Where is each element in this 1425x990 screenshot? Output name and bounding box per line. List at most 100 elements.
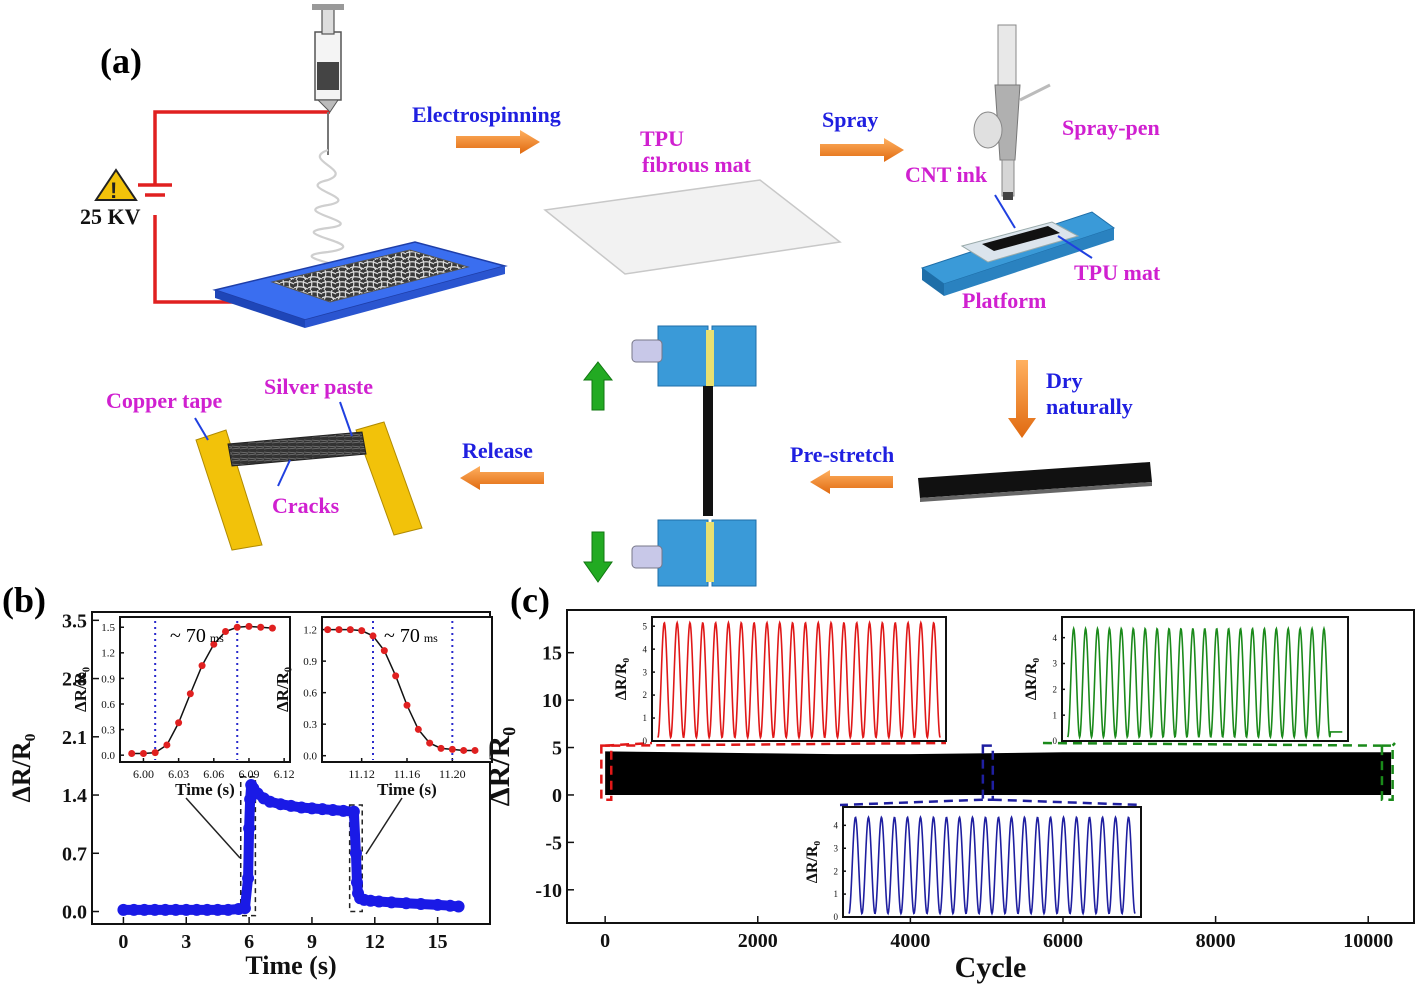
y-tick-label: 0.0 [62, 902, 87, 924]
x-tick-label: 12 [365, 931, 385, 953]
zoom-link-red [611, 741, 947, 747]
y-axis-label: ΔR/R₀ [613, 658, 630, 701]
zoom-pointer-2 [365, 797, 403, 855]
zoom-link-green [1041, 741, 1382, 747]
collector-plate [212, 241, 508, 328]
up-arrow-icon [582, 361, 614, 411]
x-axis-label: Time (s) [175, 780, 235, 799]
y-tick-label: 0.3 [303, 719, 317, 731]
data-point [175, 719, 183, 727]
plot-frame [1061, 616, 1349, 742]
label-tpu-mat: TPU mat [1074, 260, 1161, 285]
y-tick-label: 5 [643, 621, 648, 631]
y-tick-label: 0.9 [303, 656, 317, 668]
y-tick-label: 2 [1053, 684, 1058, 694]
data-point [186, 690, 194, 698]
y-tick-label: -5 [545, 832, 562, 854]
svg-text:!: ! [110, 178, 117, 203]
spray-pen-icon [973, 24, 1051, 200]
y-tick-label: 4 [1053, 633, 1058, 643]
electrospinning-jet [310, 148, 348, 278]
data-point [163, 741, 171, 749]
x-tick-label: 6.06 [203, 767, 224, 781]
x-tick-label: 11.20 [439, 767, 466, 781]
x-tick-label: 15 [428, 931, 448, 953]
x-tick-label: 2000 [738, 930, 778, 952]
series-line [123, 780, 460, 915]
y-tick-label: 3 [643, 667, 648, 677]
dried-film [918, 462, 1152, 502]
y-tick-label: 0.3 [101, 724, 115, 736]
data-point [198, 662, 206, 670]
y-tick-label: 0.9 [101, 673, 115, 685]
y-tick-label: 1 [834, 889, 839, 899]
data-point [380, 647, 388, 655]
data-point [426, 739, 434, 747]
arrow-pre-stretch [810, 470, 893, 494]
x-axis-label: Time (s) [245, 951, 336, 980]
y-axis-label: ΔR/R₀ [1023, 658, 1040, 701]
x-tick-label: 11.12 [348, 767, 375, 781]
label-platform: Platform [962, 288, 1046, 313]
x-tick-label: 0 [118, 931, 128, 953]
x-tick-label: 4000 [890, 930, 930, 952]
y-tick-label: 2 [643, 690, 648, 700]
data-point [392, 672, 400, 680]
syringe-icon [312, 4, 344, 155]
zoom-link-blue [992, 798, 1143, 807]
y-tick-label: 0 [552, 785, 562, 807]
y-tick-label: 4 [643, 644, 648, 654]
cycle-signal [657, 620, 941, 741]
x-tick-label: 6.09 [238, 767, 259, 781]
data-point [369, 632, 377, 640]
zoom-box-green [1380, 744, 1394, 801]
arrow-release [460, 466, 544, 490]
stretch-rig [631, 325, 757, 587]
plot-frame [119, 616, 291, 763]
data-point [335, 626, 343, 634]
step-dry-line2: naturally [1046, 394, 1133, 419]
zoom-link-blue [839, 798, 983, 807]
y-tick-label: 1.4 [62, 785, 87, 807]
data-point [128, 749, 136, 757]
tpu-fibrous-mat [543, 179, 842, 275]
data-point [403, 701, 411, 709]
x-axis-label: Cycle [955, 951, 1027, 984]
label-cnt-ink: CNT ink [905, 162, 988, 187]
cycle-signal [848, 815, 1136, 916]
plot-frame [842, 806, 1142, 918]
step-pre-stretch: Pre-stretch [790, 442, 894, 467]
data-point [448, 745, 456, 753]
data-point [210, 640, 218, 648]
zoom-box-rise [239, 775, 257, 917]
panel-a-label: (a) [100, 41, 142, 81]
plot-frame [651, 616, 947, 742]
voltage-label: 25 KV [80, 204, 141, 229]
data-point [460, 746, 468, 754]
y-tick-label: 0.6 [303, 688, 317, 700]
data-point [245, 622, 253, 630]
arrow-dry [1008, 360, 1036, 438]
data-point [346, 626, 354, 634]
data-point [222, 628, 230, 635]
hv-circuit [138, 110, 330, 304]
data-point [437, 744, 445, 752]
data-point [151, 749, 159, 757]
data-point [268, 624, 276, 632]
plot-frame [321, 616, 493, 763]
y-axis-label: ΔR/R₀ [804, 841, 821, 884]
y-tick-label: 0.0 [101, 750, 115, 762]
arrow-electrospinning [456, 130, 540, 154]
y-tick-label: 0.6 [101, 699, 115, 711]
zoom-box-blue [981, 744, 995, 801]
data-point [139, 749, 147, 757]
data-point [257, 623, 265, 631]
data-point [414, 725, 422, 733]
y-tick-label: 2.1 [62, 727, 87, 749]
